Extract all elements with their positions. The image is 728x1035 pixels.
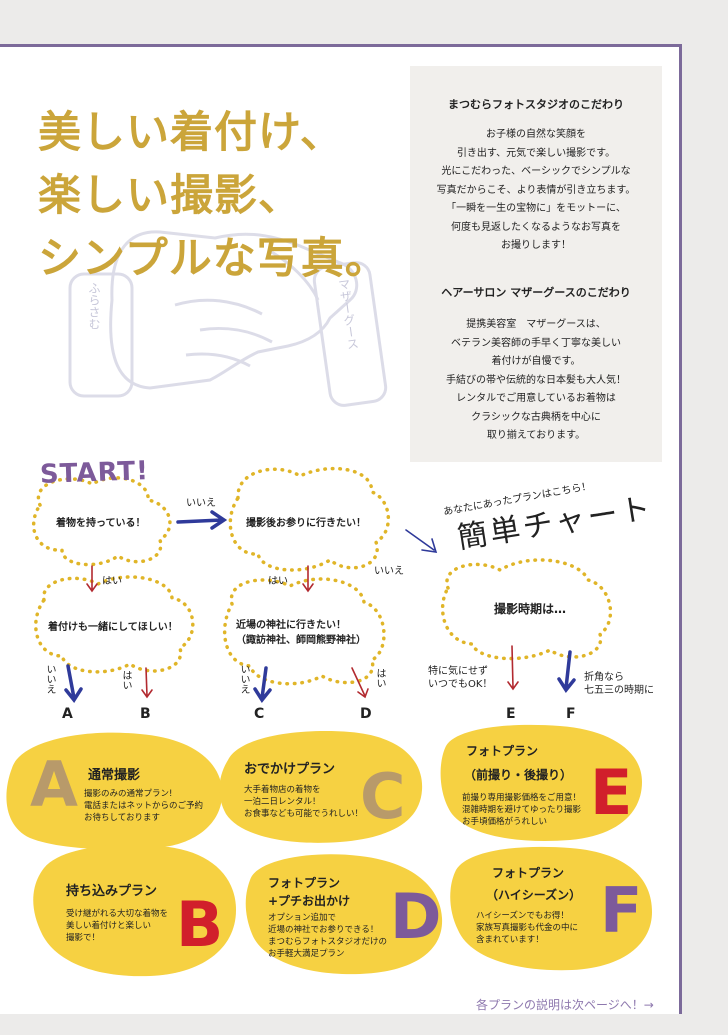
plan-d-title: フォトプラン: [268, 876, 341, 890]
blob-e: [440, 724, 642, 841]
plan-e-desc: 前撮り専用撮影価格をご用意！混雑時期を避けてゆったり撮影お手頃価格がうれしい: [462, 793, 582, 827]
note-e-1: 特に気にせず: [428, 666, 488, 677]
salon-title: ヘアーサロン マザーグースのこだわり: [441, 286, 631, 299]
plan-e-title: フォトプラン: [466, 744, 539, 758]
plan-c-big-letter: C: [360, 760, 406, 833]
result-letter-e: E: [506, 706, 516, 722]
blob-c: [219, 731, 423, 843]
plan-d-desc: オプション追加で近場の神社でお参りできる！ まつむらフォトスタジオだけのお手軽大…: [268, 913, 388, 959]
question-nearby-shrine: 近場の神社に行きたい！: [236, 620, 346, 631]
label-no-4: いいえ: [238, 664, 249, 694]
label-no-3: いいえ: [44, 664, 55, 694]
cloud-q1: [31, 476, 172, 567]
studio-body: お子様の自然な笑顔を引き出す、元気で楽しい撮影です。 光にこだわった、ベーシック…: [436, 129, 636, 251]
result-letter-f: F: [566, 706, 576, 722]
start-label: START!: [39, 456, 150, 490]
plan-f-big-letter: F: [600, 874, 643, 947]
label-yes-2: はい: [268, 576, 288, 587]
blob-b: [33, 844, 236, 977]
result-letter-c: C: [254, 706, 265, 722]
cloud-q4: [223, 577, 386, 686]
label-no-1: いいえ: [186, 498, 216, 509]
label-no-2: いいえ: [374, 566, 404, 577]
blob-d: [245, 854, 443, 975]
cloud-q2: [228, 466, 391, 572]
plan-b-desc: 受け継がれる大切な着物を美しい着付けと楽しい撮影で！: [66, 909, 169, 943]
plan-e-subtitle: （前撮り・後撮り）: [464, 768, 573, 782]
plan-a-title: 通常撮影: [88, 768, 141, 783]
blob-f: [450, 846, 652, 971]
cloud-q3: [34, 575, 195, 674]
headline-line-2: 楽しい撮影、: [38, 171, 302, 221]
result-letter-d: D: [360, 706, 372, 722]
stamp-text-left: ふらさむ: [87, 282, 101, 330]
plan-blobs: [6, 724, 652, 977]
question-timing: 撮影時期は…: [494, 602, 567, 616]
question-dressing: 着付けも一緒にしてほしい！: [48, 622, 178, 633]
question-kimono: 着物を持っている！: [56, 518, 146, 529]
note-e-2: いつでもOK！: [428, 679, 493, 690]
plan-b-big-letter: B: [176, 888, 224, 961]
headline-line-3: シンプルな写真。: [38, 234, 389, 284]
plan-c-title: おでかけプラン: [244, 762, 336, 777]
label-yes-3: はい: [120, 670, 131, 690]
studio-title: まつむらフォトスタジオのこだわり: [448, 98, 624, 111]
plan-d-subtitle: +プチお出かけ: [268, 894, 351, 908]
note-f-2: 七五三の時期に: [584, 685, 654, 696]
result-letter-a: A: [62, 706, 73, 722]
plan-f-title: フォトプラン: [492, 866, 565, 880]
label-yes-1: はい: [102, 576, 122, 587]
question-nearby-shrine-note: （諏訪神社、師岡熊野神社）: [236, 635, 366, 646]
result-letter-b: B: [140, 706, 151, 722]
salon-body: 提携美容室 マザーグースは、ベテラン美容師の手早く丁寧な美しい 着付けが自慢です…: [446, 319, 626, 441]
plan-c-desc: 大手着物店の着物を一泊二日レンタル！お食事なども可能でうれしい！: [244, 785, 364, 819]
note-f-1: 折角なら: [584, 672, 624, 683]
next-page-link[interactable]: 各プランの説明は次ページへ！→: [476, 998, 654, 1012]
plan-b-title: 持ち込みプラン: [66, 884, 158, 899]
plan-e-big-letter: E: [590, 756, 633, 829]
cloud-q5: [440, 558, 613, 661]
plan-f-desc: ハイシーズンでもお得！家族写真撮影も代金の中に含まれています！: [476, 911, 579, 945]
plan-d-big-letter: D: [390, 880, 442, 953]
label-yes-4: はい: [374, 668, 385, 688]
question-shrine-visit: 撮影後お参りに行きたい！: [246, 518, 366, 529]
plan-a-desc: 撮影のみの通常プラン!電話またはネットからのご予約お待ちしております: [84, 789, 204, 823]
plan-a-big-letter: A: [30, 748, 78, 821]
plan-f-subtitle: （ハイシーズン）: [486, 888, 582, 902]
info-box: まつむらフォトスタジオのこだわり お子様の自然な笑顔を引き出す、元気で楽しい撮影…: [410, 66, 662, 462]
blob-a: [6, 732, 223, 850]
headline-line-1: 美しい着付け、: [38, 108, 344, 158]
